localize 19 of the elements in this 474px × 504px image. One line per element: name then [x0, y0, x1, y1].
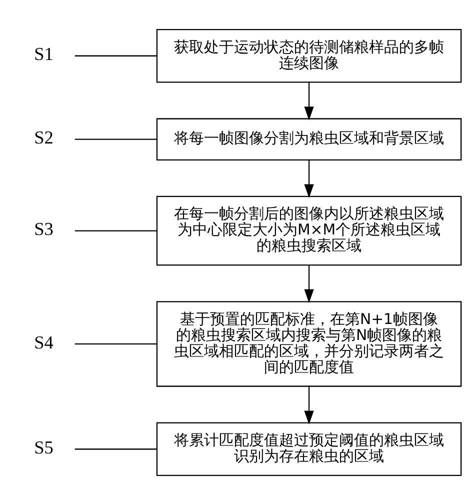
node-box: 获取处于运动状态的待测储粮样品的多帧连续图像	[156, 28, 462, 82]
node-text: S4	[34, 332, 54, 352]
node-box: 将累计匹配度值超过预定阈值的粮虫区域识别为存在粮虫的区域	[156, 422, 462, 476]
arrow	[304, 264, 314, 303]
node-text: S1	[34, 44, 54, 64]
node-box: 将每一帧图像分割为粮虫区域和背景区域	[156, 118, 462, 160]
node-text: S5	[34, 436, 54, 457]
connector	[74, 54, 157, 56]
connector	[74, 342, 157, 344]
connector	[74, 230, 157, 231]
node-text: S3	[34, 218, 54, 239]
node-box: 在每一帧分割后的图像内以所述粮虫区域为中心限定大小为M×M个所述粮虫区域的粮虫搜索区域	[156, 195, 462, 266]
node-text: S2	[34, 127, 54, 148]
node-box: 基于预置的匹配标准，在第N+1帧图像的粮虫搜索区域内搜索与第N帧图像的粮虫区域相匹配的区域，并分别记录两者之间的匹配度值	[156, 300, 462, 386]
connector	[74, 138, 157, 140]
arrow	[304, 82, 314, 120]
connector	[74, 448, 157, 450]
arrow	[304, 160, 314, 198]
arrow	[304, 386, 314, 424]
